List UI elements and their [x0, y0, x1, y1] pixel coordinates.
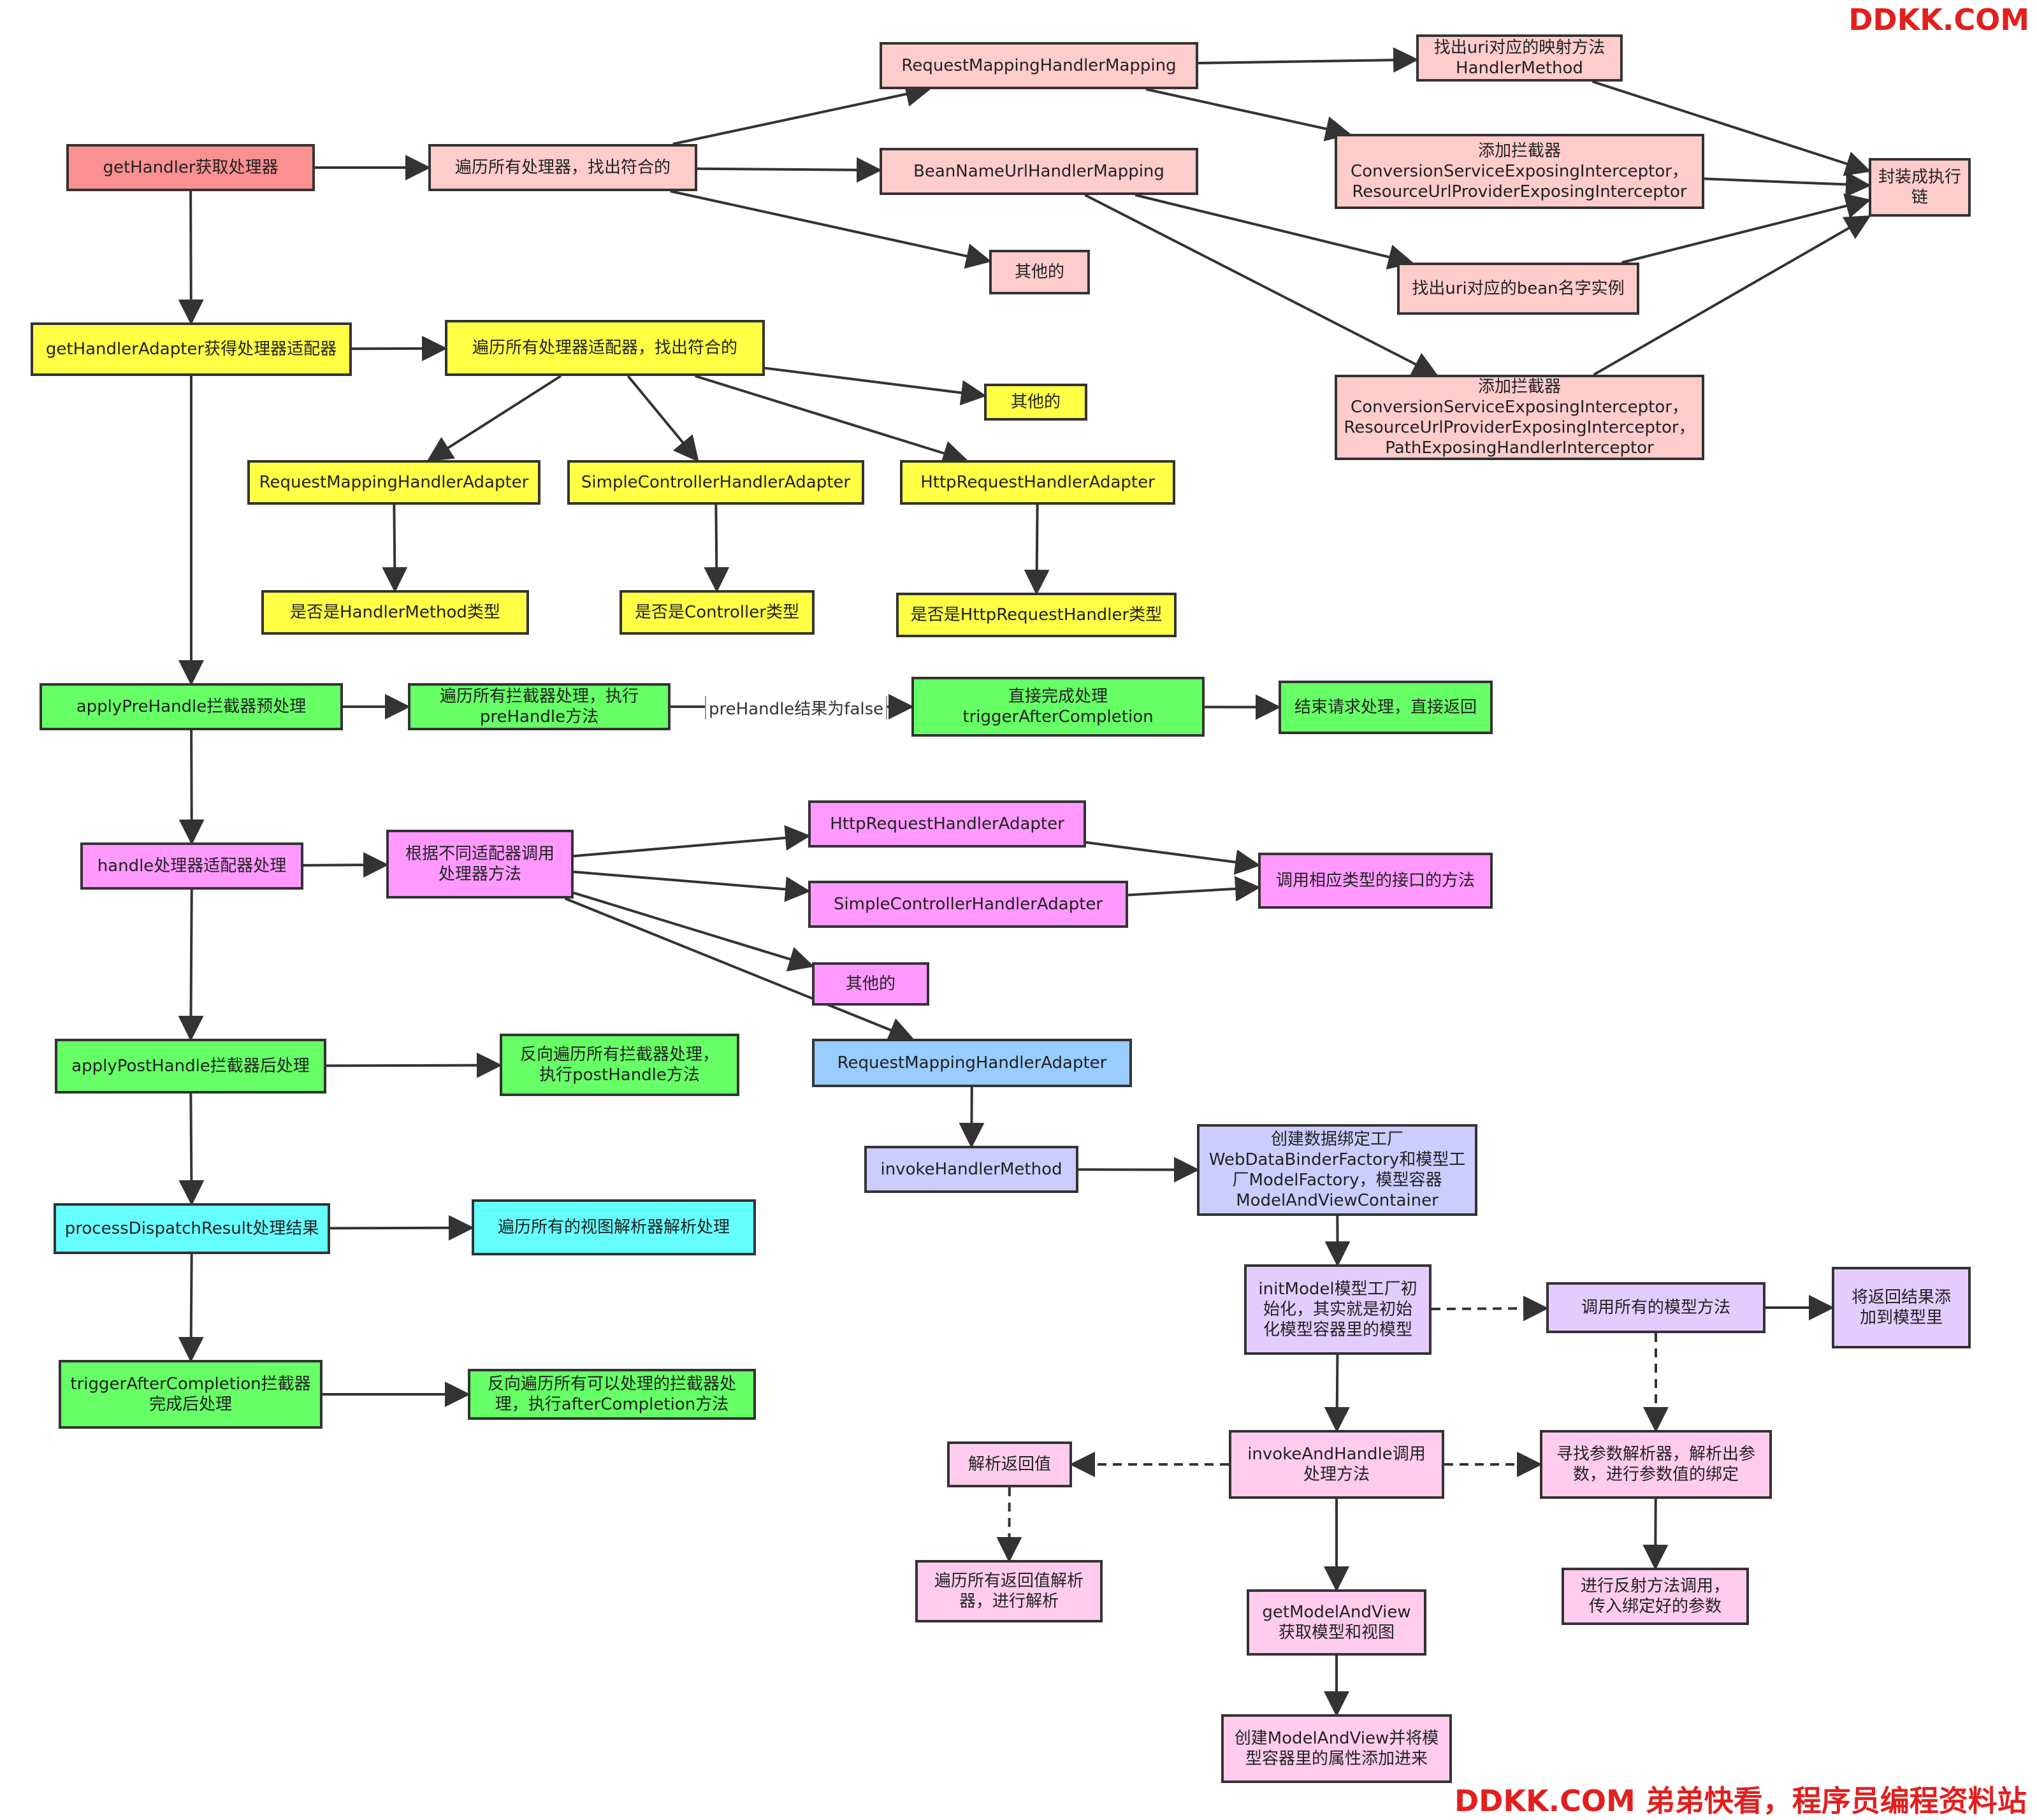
node-find-uri-bean: 找出uri对应的bean名字实例	[1397, 263, 1639, 315]
node-process-dispatch-result: processDispatchResult处理结果	[54, 1203, 330, 1254]
node-get-model-and-view: getModelAndView 获取模型和视图	[1247, 1589, 1426, 1656]
node-apply-post-handle: applyPostHandle拦截器后处理	[55, 1039, 326, 1094]
node-iter-adapters: 遍历所有处理器适配器，找出符合的	[445, 320, 765, 376]
node-call-interface: 调用相应类型的接口的方法	[1258, 853, 1493, 909]
node-init-model: initModel模型工厂初 始化，其实就是初始 化模型容器里的模型	[1244, 1264, 1432, 1355]
node-add-interceptors2: 添加拦截器 ConversionServiceExposingIntercept…	[1335, 375, 1704, 460]
node-direct-complete: 直接完成处理 triggerAfterCompletion	[911, 677, 1205, 737]
node-find-uri-method: 找出uri对应的映射方法 HandlerMethod	[1416, 34, 1623, 82]
edge-hrhaY-to-isHttpRequestHandler	[1036, 505, 1037, 593]
node-is-http-request-handler: 是否是HttpRequestHandler类型	[896, 593, 1177, 637]
node-find-arg-resolver: 寻找参数解析器，解析出参 数，进行参数值的绑定	[1540, 1430, 1772, 1499]
edge-label-iterPreHandle-to-directComplete: preHandle结果为false	[705, 696, 887, 719]
node-iter-after-completion: 反向遍历所有可以处理的拦截器处 理，执行afterCompletion方法	[468, 1369, 756, 1420]
edge-callByAdapter-to-schaM	[574, 872, 808, 891]
edge-iterAdapters-to-rmhaY	[429, 376, 561, 460]
edge-callByAdapter-to-hrhaM	[574, 836, 808, 856]
node-iter-post-handle: 反向遍历所有拦截器处理， 执行postHandle方法	[500, 1034, 739, 1096]
edge-applyPostHandle-to-iterPostHandle	[326, 1065, 500, 1066]
node-parse-return: 解析返回值	[947, 1441, 1072, 1487]
edge-findUriBean-to-wrapChain	[1621, 200, 1869, 263]
edge-initModel-to-callModelMethods	[1432, 1308, 1546, 1309]
edge-bnuhm-to-addInterceptors2	[1085, 195, 1436, 375]
node-scha-y: SimpleControllerHandlerAdapter	[567, 460, 864, 505]
node-create-model-and-view: 创建ModelAndView并将模 型容器里的属性添加进来	[1221, 1714, 1452, 1783]
edge-parseReturn-to-iterReturnResolvers	[1009, 1487, 1010, 1560]
node-rmha-y: RequestMappingHandlerAdapter	[247, 460, 540, 505]
node-iter-pre-handle: 遍历所有拦截器处理，执行 preHandle方法	[408, 683, 671, 730]
node-hrha-m: HttpRequestHandlerAdapter	[808, 800, 1086, 848]
node-rmha-b: RequestMappingHandlerAdapter	[812, 1039, 1132, 1087]
edge-hrhaM-to-callInterface	[1086, 842, 1258, 865]
node-other-mapping: 其他的	[989, 250, 1090, 294]
edge-callByAdapter-to-otherHandle	[574, 893, 812, 966]
node-trigger-after-completion: triggerAfterCompletion拦截器 完成后处理	[59, 1360, 323, 1429]
node-wrap-chain: 封装成执行链	[1869, 158, 1971, 217]
node-end-request: 结束请求处理，直接返回	[1279, 681, 1493, 734]
node-iter-view-resolvers: 遍历所有的视图解析器解析处理	[472, 1199, 756, 1255]
node-iter-return-resolvers: 遍历所有返回值解析 器，进行解析	[915, 1560, 1103, 1622]
node-bnuhm: BeanNameUrlHandlerMapping	[880, 148, 1198, 195]
node-get-handler: getHandler获取处理器	[66, 144, 315, 191]
edge-rmhm-to-findUriMethod	[1198, 60, 1416, 63]
node-reflect-invoke: 进行反射方法调用， 传入绑定好的参数	[1562, 1568, 1749, 1625]
edge-iterHandlers-to-rmhm	[673, 89, 929, 144]
edge-processDispatchResult-to-iterViewResolvers	[330, 1228, 472, 1229]
edge-rmhaY-to-isHandlerMethod	[394, 505, 395, 590]
node-call-by-adapter: 根据不同适配器调用 处理器方法	[386, 830, 574, 899]
node-rmhm: RequestMappingHandlerMapping	[880, 42, 1198, 89]
edge-addInterceptors1-to-wrapChain	[1704, 179, 1869, 185]
node-other-adapter: 其他的	[984, 384, 1087, 421]
edge-rmhaB-to-invokeHandlerMethod	[971, 1087, 972, 1146]
node-add-result-to-model: 将返回结果添 加到模型里	[1832, 1267, 1971, 1348]
edge-iterHandlers-to-bnuhm	[697, 169, 880, 170]
node-call-model-methods: 调用所有的模型方法	[1546, 1282, 1765, 1333]
node-invoke-and-handle: invokeAndHandle调用 处理方法	[1229, 1430, 1444, 1499]
node-handle: handle处理器适配器处理	[80, 842, 303, 890]
node-create-factories: 创建数据绑定工厂 WebDataBinderFactory和模型工 厂Model…	[1197, 1124, 1477, 1216]
node-iter-handlers: 遍历所有处理器，找出符合的	[428, 144, 697, 191]
node-get-handler-adapter: getHandlerAdapter获得处理器适配器	[31, 322, 352, 376]
edge-applyPreHandle-to-handle	[191, 730, 192, 842]
node-add-interceptors1: 添加拦截器 ConversionServiceExposingIntercept…	[1335, 134, 1704, 209]
edge-iterAdapters-to-otherAdapter	[765, 368, 984, 396]
node-is-controller: 是否是Controller类型	[620, 590, 815, 635]
node-hrha-y: HttpRequestHandlerAdapter	[900, 460, 1175, 505]
edge-rmhm-to-addInterceptors1	[1146, 89, 1349, 134]
node-apply-pre-handle: applyPreHandle拦截器预处理	[40, 683, 343, 730]
node-invoke-handler-method: invokeHandlerMethod	[864, 1146, 1078, 1193]
edge-iterAdapters-to-schaY	[628, 376, 697, 460]
brand-watermark-bottom: DDKK.COM 弟弟快看，程序员编程资料站	[1454, 1778, 2028, 1820]
edge-findArgResolver-to-reflectInvoke	[1655, 1499, 1656, 1568]
node-other-handle: 其他的	[812, 962, 929, 1006]
node-scha-m: SimpleControllerHandlerAdapter	[808, 881, 1128, 928]
edge-iterHandlers-to-otherMapping	[671, 191, 989, 261]
node-is-handler-method: 是否是HandlerMethod类型	[261, 590, 529, 635]
edge-schaM-to-callInterface	[1128, 888, 1258, 895]
